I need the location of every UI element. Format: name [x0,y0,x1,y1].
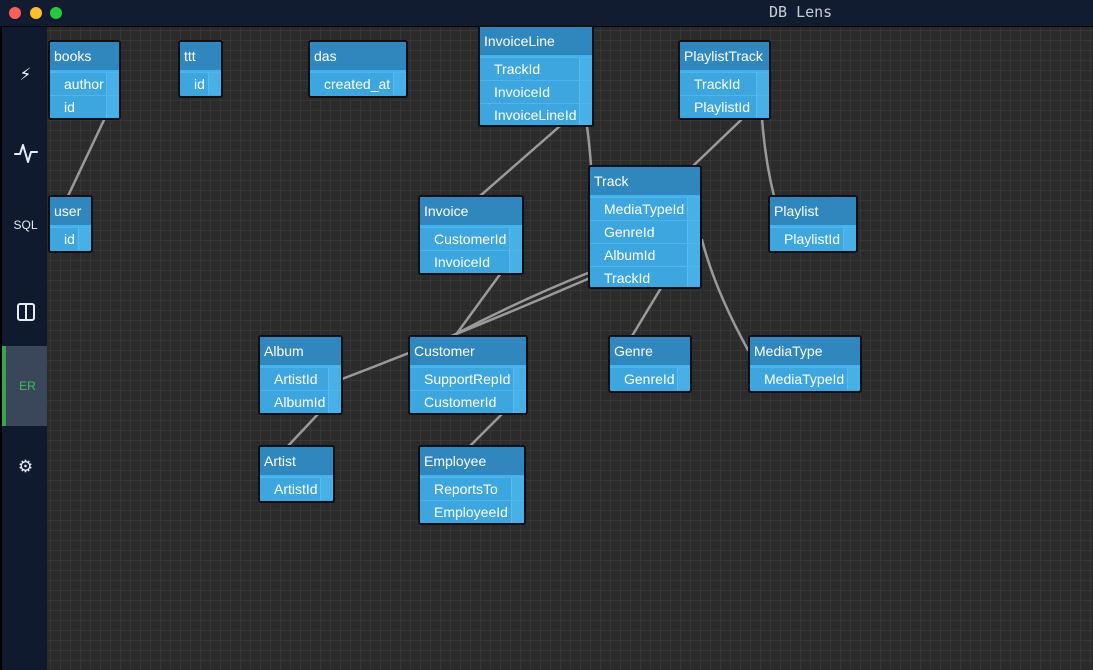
table-column: id [50,95,119,118]
table-column: CustomerId [420,227,522,250]
gear-icon: ⚙︎ [17,457,34,476]
table-column: ArtistId [260,367,341,390]
er-table-track[interactable]: Track MediaTypeId GenreId AlbumId TrackI… [588,165,702,289]
table-column: InvoiceLineId [480,103,592,125]
table-column: InvoiceId [420,250,522,273]
sidebar-item-er[interactable]: ER [2,346,49,426]
sidebar-item-label: ER [19,379,36,393]
table-column: EmployeeId [420,500,524,523]
er-table-album[interactable]: Album ArtistId AlbumId [258,335,343,415]
table-name: Playlist [770,197,856,227]
table-column: created_at [310,72,406,95]
table-column: author [50,72,119,95]
table-column: ReportsTo [420,477,524,500]
er-table-mediatype[interactable]: MediaType MediaTypeId [748,335,862,393]
table-name: books [50,42,119,72]
er-table-employee[interactable]: Employee ReportsTo EmployeeId [418,445,526,525]
lightning-icon: ⚡︎ [19,65,32,84]
er-table-genre[interactable]: Genre GenreId [608,335,692,393]
table-column: AlbumId [590,243,700,266]
table-column: id [50,227,91,250]
table-column: TrackId [590,266,700,287]
sidebar-item-sql[interactable]: SQL [2,185,49,265]
table-column: TrackId [680,72,769,95]
table-column: SupportRepId [410,367,526,390]
table-name: Employee [420,447,524,477]
table-column: MediaTypeId [750,367,860,390]
sidebar-item-quick[interactable]: ⚡︎ [2,35,49,115]
er-table-playlisttrack[interactable]: PlaylistTrack TrackId PlaylistId [678,40,771,120]
activity-icon [13,142,38,163]
er-table-invoiceline[interactable]: InvoiceLine TrackId InvoiceId InvoiceLin… [478,25,594,127]
er-table-ttt[interactable]: ttt id [178,40,223,98]
split-view-icon [16,301,35,321]
table-column: CustomerId [410,390,526,413]
sidebar-item-activity[interactable] [2,112,49,192]
table-name: Artist [260,447,333,477]
minimize-window-button[interactable] [30,7,42,19]
table-name: ttt [180,42,221,72]
table-name: InvoiceLine [480,27,592,57]
table-name: Album [260,337,341,367]
table-column: AlbumId [260,390,341,413]
window-titlebar: DB Lens [0,0,1093,27]
sidebar: ⚡︎ SQL ER ⚙︎ [0,27,49,670]
sidebar-item-settings[interactable]: ⚙︎ [2,427,49,507]
table-name: user [50,197,91,227]
table-column: TrackId [480,57,592,80]
table-column: ArtistId [260,477,333,500]
sidebar-item-layout[interactable] [2,271,49,351]
table-name: Genre [610,337,690,367]
table-column: MediaTypeId [590,197,700,220]
sidebar-item-label: SQL [13,218,38,232]
er-table-user[interactable]: user id [48,195,93,253]
table-column: GenreId [610,367,690,390]
app-title: DB Lens [769,3,833,21]
table-name: Customer [410,337,526,367]
table-column: id [180,72,221,95]
er-table-invoice[interactable]: Invoice CustomerId InvoiceId [418,195,524,275]
er-table-books[interactable]: books author id [48,40,121,120]
er-table-playlist[interactable]: Playlist PlaylistId [768,195,858,253]
table-name: das [310,42,406,72]
table-name: MediaType [750,337,860,367]
er-table-customer[interactable]: Customer SupportRepId CustomerId [408,335,528,415]
maximize-window-button[interactable] [50,7,62,19]
table-name: PlaylistTrack [680,42,769,72]
close-window-button[interactable] [9,7,21,19]
table-column: PlaylistId [680,95,769,118]
table-name: Track [590,167,700,197]
table-column: InvoiceId [480,80,592,103]
table-column: PlaylistId [770,227,856,250]
er-table-artist[interactable]: Artist ArtistId [258,445,335,503]
table-name: Invoice [420,197,522,227]
table-column: GenreId [590,220,700,243]
er-table-das[interactable]: das created_at [308,40,408,98]
